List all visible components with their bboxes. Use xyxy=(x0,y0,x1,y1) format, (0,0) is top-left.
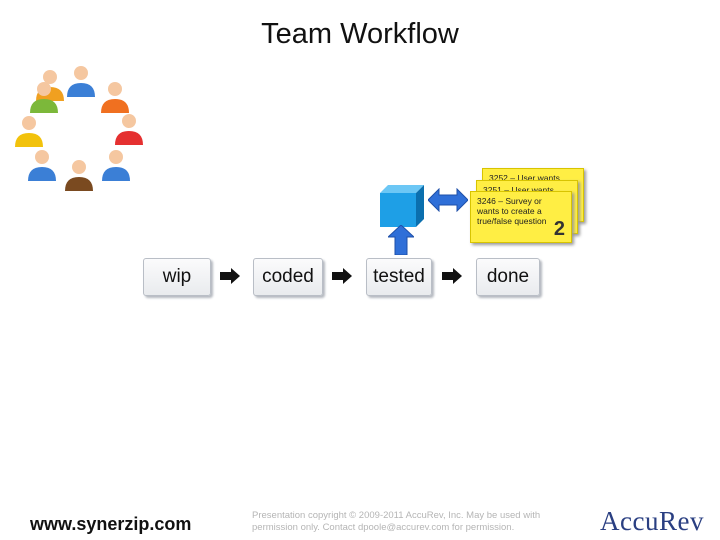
person-icon xyxy=(30,82,58,113)
story-card-text: 3251 – User wants xyxy=(483,185,554,195)
person-icon xyxy=(102,150,130,181)
person-icon xyxy=(15,116,43,147)
stage-wip: wip xyxy=(143,258,211,296)
right-arrow-icon xyxy=(442,268,462,284)
right-arrow-icon xyxy=(220,268,240,284)
person-icon xyxy=(65,160,93,191)
double-arrow-icon xyxy=(428,188,468,212)
person-icon xyxy=(115,114,143,145)
person-icon xyxy=(67,66,95,97)
person-icon xyxy=(28,150,56,181)
slide-title: Team Workflow xyxy=(261,18,459,50)
copyright-notice: Presentation copyright © 2009-2011 AccuR… xyxy=(252,510,541,533)
up-arrow-icon xyxy=(388,225,414,255)
person-icon xyxy=(101,82,129,113)
story-card-text: 3252 – User wants xyxy=(489,173,560,183)
story-card-text: 3246 – Survey or wants to create a true/… xyxy=(477,196,547,226)
accurev-logo: AccuRev xyxy=(600,506,704,536)
stage-done: done xyxy=(476,258,540,296)
story-points: 2 xyxy=(553,218,565,240)
story-card: 3246 – Survey or wants to create a true/… xyxy=(470,191,572,243)
stage-tested: tested xyxy=(366,258,432,296)
stage-coded: coded xyxy=(253,258,323,296)
right-arrow-icon xyxy=(332,268,352,284)
website-url: www.synerzip.com xyxy=(30,514,192,534)
cube-icon xyxy=(380,185,424,227)
